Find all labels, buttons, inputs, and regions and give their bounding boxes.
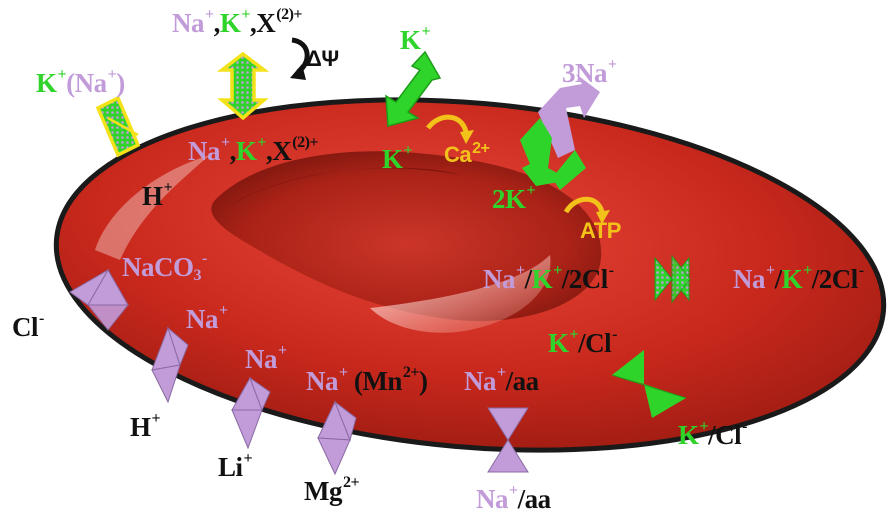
pump-potassium-label: 2K+ bbox=[492, 182, 536, 214]
gardos-inner-label: K+ bbox=[382, 142, 413, 174]
delta-psi-label: ΔΨ bbox=[306, 46, 339, 71]
kcl-inner-label: K+/Cl- bbox=[548, 326, 617, 358]
atp-label: ATP bbox=[580, 218, 621, 243]
namg-outer-label: Mg2+ bbox=[304, 474, 360, 506]
cation-channel-inner-label: Na+,K+,X(2)+ bbox=[188, 134, 319, 166]
anion-exchanger-outer-label: Cl- bbox=[12, 310, 44, 342]
cell-highlight-left bbox=[95, 155, 210, 260]
calcium-arrow-icon bbox=[426, 114, 469, 133]
kh-exchanger-icon bbox=[95, 95, 141, 158]
kcl-transporter-icon bbox=[612, 350, 644, 384]
nah-outer-label: H+ bbox=[130, 410, 161, 442]
nah-inner-label: Na+ bbox=[186, 302, 228, 334]
nali-outer-label: Li+ bbox=[218, 450, 253, 482]
nkcc-outer-label: Na+/K+/2Cl- bbox=[733, 262, 864, 294]
anion-exchanger-inner-label: NaCO3- bbox=[122, 250, 207, 284]
naaa-outer-label: Na+/aa bbox=[476, 482, 551, 514]
cation-channel-outer-label: Na+,K+,X(2)+ bbox=[172, 6, 303, 38]
cell-highlight-right bbox=[370, 255, 551, 333]
atp-arrow-icon bbox=[563, 196, 605, 214]
namg-inner-label: Na+ (Mn2+) bbox=[306, 364, 428, 396]
nali-inner-label: Na+ bbox=[245, 342, 287, 374]
cation-channel-icon bbox=[216, 51, 270, 121]
kh-exchanger-outer-label: K+(Na+) bbox=[36, 66, 125, 98]
kcl-outer-label: K+/Cl- bbox=[678, 418, 747, 450]
dimple-rim-shadow bbox=[230, 167, 460, 205]
potassium-pump-arrow-icon bbox=[520, 118, 570, 186]
naaa-inner-label: Na+/aa bbox=[464, 364, 539, 396]
naaa-cotransporter-icon bbox=[487, 407, 529, 441]
gardos-outer-label: K+ bbox=[400, 23, 431, 55]
nkcc-transporter-icon bbox=[654, 256, 673, 302]
kh-exchanger-inner-label: H+ bbox=[142, 179, 173, 211]
sodium-pump-arrow-icon bbox=[538, 74, 600, 158]
calcium-label: Ca2+ bbox=[444, 140, 490, 167]
pump-sodium-label: 3Na+ bbox=[562, 56, 617, 88]
cell-dimple bbox=[211, 151, 602, 322]
gardos-channel-icon bbox=[385, 50, 442, 127]
nkcc-inner-label: Na+/K+/2Cl- bbox=[483, 262, 614, 294]
